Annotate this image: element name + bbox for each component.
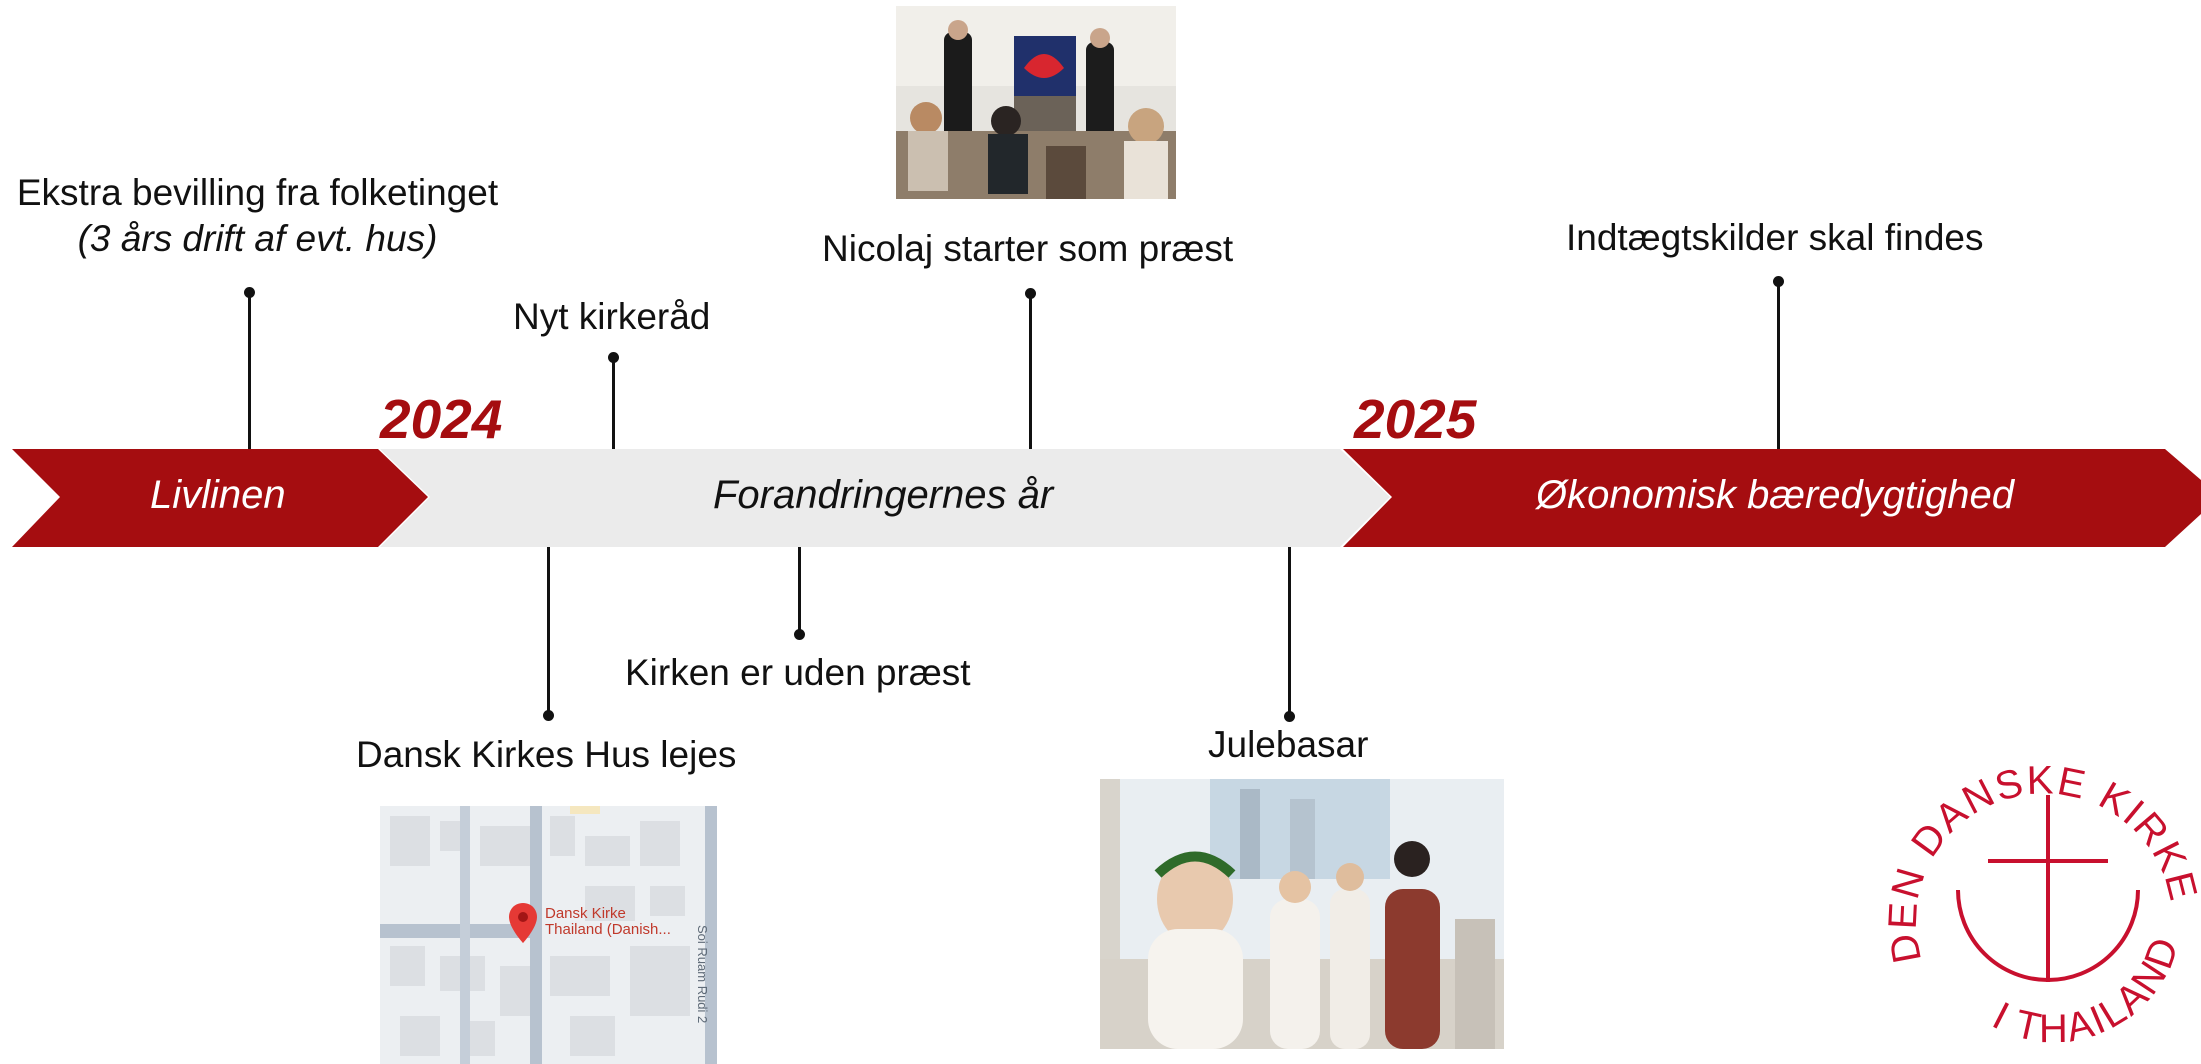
year-2025: 2025 — [1354, 388, 1477, 450]
event-ekstra-title: Ekstra bevilling fra folketinget — [16, 172, 499, 213]
photo-nicolaj — [896, 6, 1176, 199]
stem-line — [798, 547, 801, 632]
stem-line — [612, 357, 615, 449]
event-indtaegt: Indtægtskilder skal findes — [1566, 217, 1984, 258]
stem-dot — [794, 629, 805, 640]
band-label-okonomi: Økonomisk bæredygtighed — [1536, 473, 2015, 517]
map-pin-label-line1: Dansk Kirke — [545, 905, 626, 922]
map-pin-label: Dansk Kirke Thailand (Danish... — [545, 906, 671, 938]
photo-julebasar — [1100, 779, 1504, 1049]
event-kirken-uden: Kirken er uden præst — [625, 652, 971, 693]
stem-line — [1288, 547, 1291, 715]
band-label-livlinen: Livlinen — [150, 473, 286, 517]
event-julebasar: Julebasar — [1208, 724, 1369, 765]
map-street-text: Soi Ruam Rudi 2 — [695, 925, 710, 1024]
stem-dot — [543, 710, 554, 721]
stem-line — [248, 292, 251, 449]
map-thumbnail — [380, 806, 717, 1064]
event-dansk-hus: Dansk Kirkes Hus lejes — [356, 734, 737, 775]
stem-line — [547, 547, 550, 714]
event-ekstra-bevilling: Ekstra bevilling fra folketinget (3 års … — [0, 170, 515, 262]
map-pin-icon[interactable] — [508, 902, 538, 944]
band-livlinen — [12, 449, 428, 547]
band-label-forandring: Forandringernes år — [713, 473, 1054, 517]
event-nyt-kirkeraad: Nyt kirkeråd — [513, 296, 711, 337]
band-forandring — [380, 449, 1390, 547]
stem-line — [1777, 281, 1780, 449]
logo-arc — [1956, 889, 2140, 982]
map-street-label: Soi Ruam Rudi 2 — [690, 925, 730, 1045]
event-nicolaj: Nicolaj starter som præst — [822, 228, 1234, 269]
stem-dot — [1284, 711, 1295, 722]
stem-line — [1029, 293, 1032, 449]
band-okonomi — [1343, 449, 2201, 547]
logo-text-bottom: I THAILAND — [1986, 931, 2186, 1050]
event-ekstra-subtitle: (3 års drift af evt. hus) — [77, 218, 438, 259]
year-2024: 2024 — [380, 388, 503, 450]
church-logo: DEN DANSKE KIRKE I THAILAND — [1881, 758, 2201, 1050]
map-pin-label-line2: Thailand (Danish... — [545, 921, 671, 938]
svg-text:I THAILAND: I THAILAND — [1986, 931, 2188, 1050]
